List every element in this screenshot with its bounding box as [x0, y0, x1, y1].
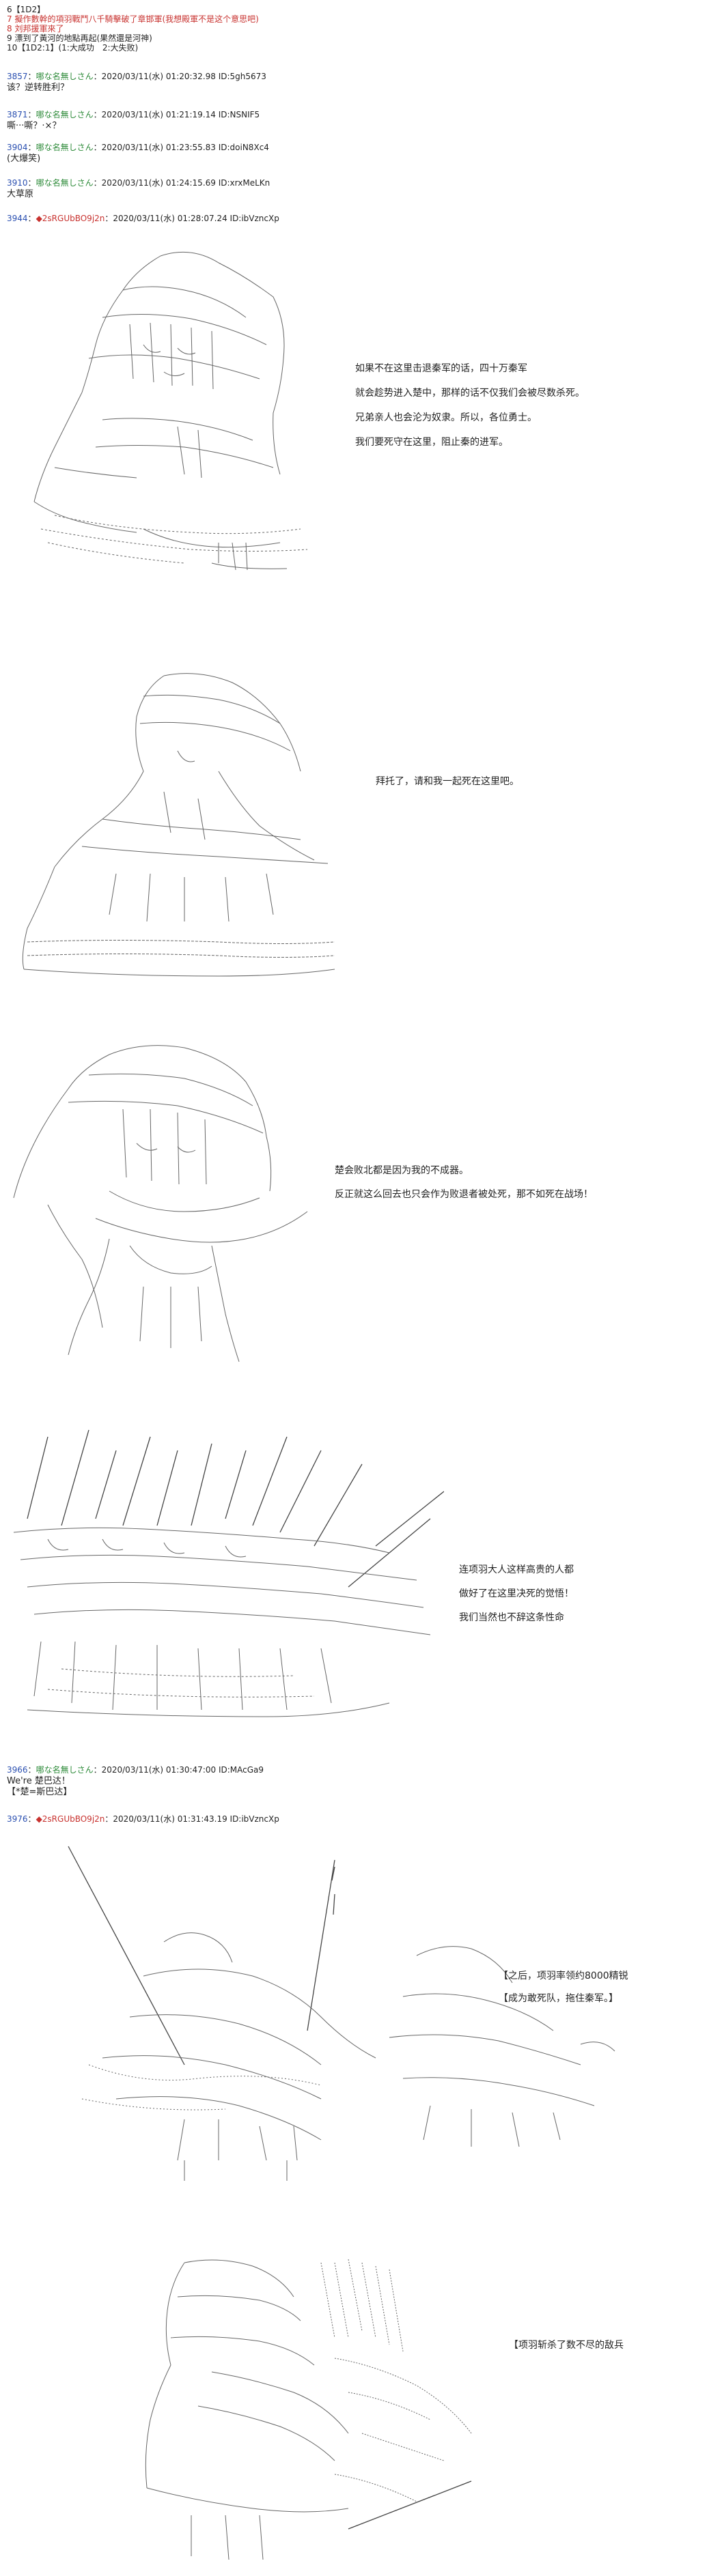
- post-date: ：2020/03/11(水) 01:24:15.69 ID:xrxMeLKn: [93, 178, 270, 188]
- post-body: 【*楚=斯巴达】: [7, 1787, 72, 1797]
- post-header: 3944：◆2sRGUbBO9j2n：2020/03/11(水) 01:28:0…: [7, 213, 279, 225]
- post-body: (大爆笑): [7, 154, 41, 164]
- option-8: 8 刘邦援軍來了: [7, 24, 64, 33]
- post-header: 3966：哪な名無しさん：2020/03/11(水) 01:30:47:00 I…: [7, 1764, 264, 1776]
- post-number[interactable]: 3944: [7, 214, 28, 223]
- post-sep: ：: [27, 110, 36, 119]
- post-number[interactable]: 3904: [7, 143, 28, 152]
- post-date: ：2020/03/11(水) 01:30:47:00 ID:MAcGa9: [93, 1765, 264, 1775]
- post-number[interactable]: 3871: [7, 110, 28, 119]
- post-date: ：2020/03/11(水) 01:28:07.24 ID:ibVzncXp: [105, 214, 279, 223]
- post-sep: ：: [27, 214, 36, 223]
- post-number[interactable]: 3966: [7, 1765, 28, 1775]
- post-header: 3910：哪な名無しさん：2020/03/11(水) 01:24:15.69 I…: [7, 177, 270, 189]
- post-date: ：2020/03/11(水) 01:23:55.83 ID:doiN8Xc4: [93, 143, 269, 152]
- narration-line: 拜托了，请和我一起死在这里吧。: [376, 776, 519, 787]
- poster-trip: ◆2sRGUbBO9j2n: [36, 1814, 105, 1824]
- narration-line: 如果不在这里击退秦军的话，四十万秦军: [355, 363, 527, 374]
- option-6: 6【1D2】: [7, 5, 46, 14]
- narration-line: 楚会败北都是因为我的不成器。: [335, 1165, 469, 1176]
- narration-line: 我们要死守在这里，阻止秦的进军。: [355, 437, 508, 448]
- narration-line: 【之后，项羽率领约8000精锐: [499, 1971, 628, 1981]
- post-sep: ：: [27, 143, 36, 152]
- poster-trip: ◆2sRGUbBO9j2n: [36, 214, 105, 223]
- post-header: 3904：哪な名無しさん：2020/03/11(水) 01:23:55.83 I…: [7, 142, 269, 154]
- narration-line: 兄弟亲人也会沦为奴隶。所以，各位勇士。: [355, 412, 537, 423]
- ascii-art-battle-scene: [130, 2256, 478, 2563]
- option-10: 10【1D2:1】(1:大成功 2:大失败): [7, 43, 139, 53]
- narration-line: 连项羽大人这样高贵的人都: [459, 1564, 574, 1575]
- post-body: We're 楚巴达！: [7, 1776, 70, 1786]
- poster-name: 哪な名無しさん: [36, 1765, 94, 1775]
- narration-line: 就会趁势进入楚中，那样的话不仅我们会被尽数杀死。: [355, 388, 585, 399]
- ascii-art-warrior-resolve: [7, 1041, 328, 1375]
- post-number[interactable]: 3857: [7, 72, 28, 81]
- poster-name: 哪な名無しさん: [36, 143, 94, 152]
- post-number[interactable]: 3976: [7, 1814, 28, 1824]
- post-sep: ：: [27, 1814, 36, 1824]
- option-9: 9 漂到了黃河的地點再起(果然還是河神): [7, 33, 152, 43]
- post-sep: ：: [27, 178, 36, 188]
- post-header: 3871：哪な名無しさん：2020/03/11(水) 01:21:19.14 I…: [7, 109, 260, 121]
- narration-line: 【项羽斩杀了数不尽的敌兵: [509, 2340, 624, 2351]
- poster-name: 哪な名無しさん: [36, 178, 94, 188]
- narration-line: 反正就这么回去也只会作为败退者被处死，那不如死在战场！: [335, 1189, 593, 1200]
- poster-name: 哪な名無しさん: [36, 110, 94, 119]
- post-body: 该？逆转胜利？: [7, 83, 70, 93]
- narration-line: 我们当然也不辞这条性命: [459, 1612, 564, 1623]
- post-date: ：2020/03/11(水) 01:21:19.14 ID:NSNIF5: [93, 110, 260, 119]
- ascii-art-warrior-seated: [14, 242, 335, 584]
- option-7: 7 擬作數幹的項羽戰鬥八千騎擊破了章邯軍(我想殿軍不是这个意思吧): [7, 14, 259, 24]
- ascii-art-cavalry-charge: [61, 1840, 628, 2222]
- narration-line: 【成为敢死队，拖住秦军。】: [499, 1993, 618, 2004]
- post-header: 3857：哪な名無しさん：2020/03/11(水) 01:20:32.98 I…: [7, 71, 266, 83]
- post-date: ：2020/03/11(水) 01:31:43.19 ID:ibVzncXp: [105, 1814, 279, 1824]
- ascii-art-warrior-bowing: [14, 669, 342, 997]
- poster-name: 哪な名無しさん: [36, 72, 94, 81]
- post-body: 嘶···嘶？·×？: [7, 121, 61, 131]
- post-header: 3976：◆2sRGUbBO9j2n：2020/03/11(水) 01:31:4…: [7, 1814, 279, 1825]
- post-sep: ：: [27, 72, 36, 81]
- ascii-art-soldiers-rally: [7, 1409, 444, 1751]
- narration-line: 做好了在这里决死的觉悟！: [459, 1588, 574, 1599]
- post-date: ：2020/03/11(水) 01:20:32.98 ID:5gh5673: [93, 72, 266, 81]
- post-sep: ：: [27, 1765, 36, 1775]
- post-number[interactable]: 3910: [7, 178, 28, 188]
- post-body: 大草原: [7, 189, 34, 199]
